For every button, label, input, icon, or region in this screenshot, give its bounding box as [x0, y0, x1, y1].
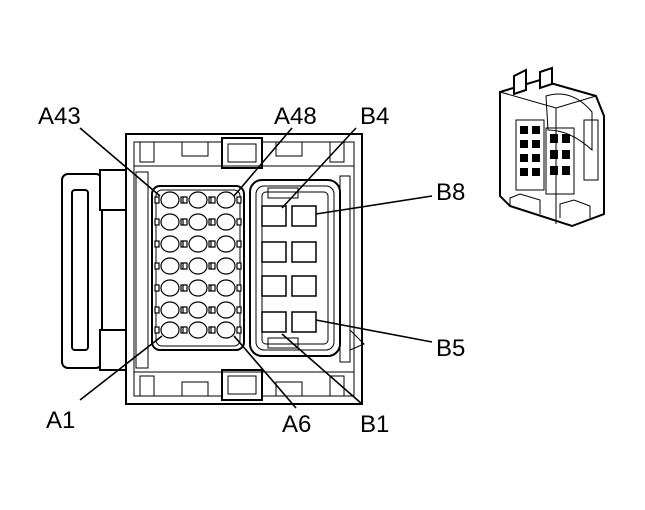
a-cavity: [160, 279, 180, 297]
a-cavity-tab: [154, 306, 160, 314]
a-cavity: [216, 321, 236, 339]
b-section-cavity-block: [249, 179, 341, 357]
b-cavity: [291, 241, 317, 263]
connector-front-view: [61, 133, 365, 405]
label-a1: A1: [46, 407, 75, 434]
a-cavity: [188, 301, 208, 319]
a-cavity-tab: [210, 306, 216, 314]
left-mounting-tab: [61, 169, 127, 371]
label-a6: A6: [282, 411, 311, 438]
b-cavity-grid: [261, 205, 317, 333]
a-cavity-tab: [236, 284, 242, 292]
a-cavity-tab: [182, 326, 188, 334]
a-cavity-tab: [182, 196, 188, 204]
a-cavity-tab: [154, 240, 160, 248]
b-cavity: [291, 311, 317, 333]
a-cavity: [216, 279, 236, 297]
a-cavity-tab: [210, 196, 216, 204]
a-cavity-tab: [154, 326, 160, 334]
a-cavity: [160, 213, 180, 231]
housing-bottom-rim: [134, 369, 354, 401]
b-cavity: [291, 205, 317, 227]
label-b1: B1: [360, 411, 389, 438]
a-cavity-tab: [236, 306, 242, 314]
a-cavity-tab: [210, 262, 216, 270]
a-cavity: [216, 213, 236, 231]
a-cavity: [188, 235, 208, 253]
a-cavity-tab: [236, 262, 242, 270]
b-cavity: [261, 311, 287, 333]
b-cavity: [261, 275, 287, 297]
label-b4: B4: [360, 103, 389, 130]
a-cavity-tab: [210, 326, 216, 334]
a-cavity: [188, 191, 208, 209]
a-cavity-tab: [236, 326, 242, 334]
a-cavity: [216, 257, 236, 275]
label-a48: A48: [274, 103, 317, 130]
a-cavity: [188, 321, 208, 339]
a-cavity-tab: [154, 218, 160, 226]
leader-b5: [315, 319, 433, 343]
a-cavity: [216, 191, 236, 209]
b-cavity: [261, 241, 287, 263]
leader-a43: [79, 127, 161, 197]
a-cavity-tab: [182, 218, 188, 226]
a-cavity-tab: [236, 196, 242, 204]
a-cavity: [160, 301, 180, 319]
a-cavity-tab: [182, 306, 188, 314]
a-cavity-tab: [182, 284, 188, 292]
a-cavity-tab: [154, 262, 160, 270]
a-cavity: [160, 257, 180, 275]
leader-a48: [233, 127, 293, 197]
a-cavity: [188, 213, 208, 231]
leader-lines: [79, 127, 433, 409]
label-b8: B8: [436, 179, 465, 206]
leader-b4: [281, 127, 357, 209]
a-cavity-tab: [154, 284, 160, 292]
a-cavity: [160, 321, 180, 339]
a-cavity-tab: [182, 240, 188, 248]
label-b5: B5: [436, 335, 465, 362]
a-cavity: [160, 235, 180, 253]
a-cavity-tab: [236, 240, 242, 248]
a-cavity-tab: [210, 240, 216, 248]
a-cavity: [216, 301, 236, 319]
housing-top-rim: [134, 137, 354, 169]
leader-a6: [233, 335, 297, 409]
b-cavity: [291, 275, 317, 297]
leader-b1: [281, 333, 363, 405]
a-cavity-tab: [236, 218, 242, 226]
a-cavity-tab: [210, 284, 216, 292]
a-section-cavity-block: [151, 185, 245, 351]
a-cavity: [188, 279, 208, 297]
leader-a1: [79, 335, 163, 401]
a-cavity-tab: [182, 262, 188, 270]
a-cavity-grid: [154, 191, 242, 339]
pin-labels: A43 A48 B4 B8 B5 A1 A6 B1: [38, 103, 465, 438]
leader-b8: [315, 195, 433, 215]
a-cavity: [160, 191, 180, 209]
a-cavity: [188, 257, 208, 275]
a-cavity-tab: [154, 196, 160, 204]
b-cavity: [261, 205, 287, 227]
a-cavity: [216, 235, 236, 253]
connector-isometric-view: [499, 66, 605, 228]
a-cavity-tab: [210, 218, 216, 226]
label-a43: A43: [38, 103, 81, 130]
